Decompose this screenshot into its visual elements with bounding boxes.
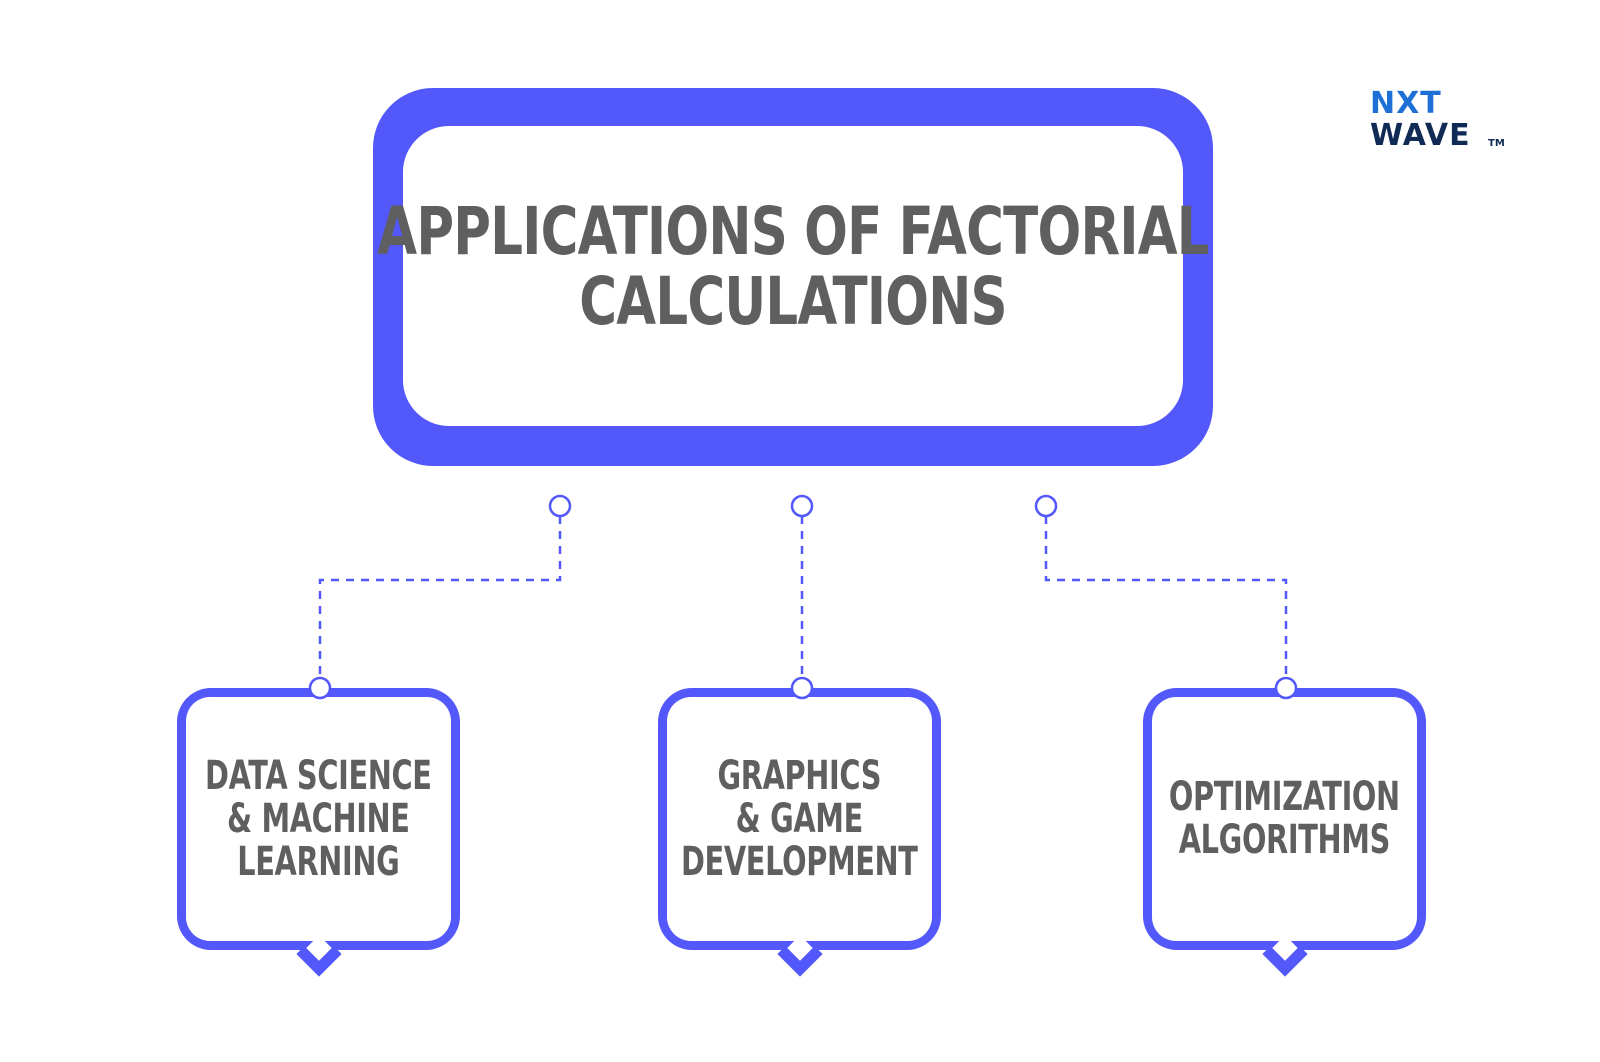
connector-node-top-center	[790, 494, 814, 518]
connector-node-top-right	[1034, 494, 1058, 518]
card-label-line: & GAME	[735, 795, 864, 842]
title-line-1: APPLICATIONS OF FACTORIAL	[377, 193, 1209, 270]
connector-right	[1044, 516, 1288, 676]
card-label-line: DATA SCIENCE	[205, 752, 432, 799]
card-label-line: OPTIMIZATION	[1169, 774, 1400, 820]
card-label-line: GRAPHICS	[717, 752, 882, 799]
application-card-optimization: OPTIMIZATION ALGORITHMS	[1143, 688, 1426, 977]
card-inner: GRAPHICS & GAME DEVELOPMENT	[667, 697, 932, 941]
card-label-line: LEARNING	[237, 838, 400, 885]
card-inner: OPTIMIZATION ALGORITHMS	[1152, 697, 1417, 941]
title-inner: APPLICATIONS OF FACTORIAL CALCULATIONS	[377, 126, 1210, 426]
title-box: APPLICATIONS OF FACTORIAL CALCULATIONS	[373, 88, 1213, 466]
diagram-title: APPLICATIONS OF FACTORIAL CALCULATIONS	[377, 197, 1209, 337]
card-label-line: DEVELOPMENT	[681, 838, 918, 885]
logo-bottom-text: WAVE	[1370, 118, 1471, 153]
application-card-data-science: DATA SCIENCE & MACHINE LEARNING	[177, 688, 460, 977]
title-line-2: CALCULATIONS	[579, 263, 1007, 340]
card-inner: DATA SCIENCE & MACHINE LEARNING	[186, 697, 451, 941]
connector-node-top-left	[548, 494, 572, 518]
card-label-line: & MACHINE	[227, 795, 410, 842]
card-label: GRAPHICS & GAME DEVELOPMENT	[681, 752, 918, 885]
logo-top-text: NXT	[1370, 86, 1442, 121]
nxtwave-logo: NXT WAVE TM	[1370, 86, 1520, 156]
logo-trademark: TM	[1488, 138, 1505, 149]
application-card-graphics: GRAPHICS & GAME DEVELOPMENT	[658, 688, 941, 977]
card-label: OPTIMIZATION ALGORITHMS	[1169, 776, 1400, 862]
card-label-line: ALGORITHMS	[1178, 817, 1391, 863]
connector-left	[318, 516, 562, 676]
card-label: DATA SCIENCE & MACHINE LEARNING	[205, 752, 432, 885]
